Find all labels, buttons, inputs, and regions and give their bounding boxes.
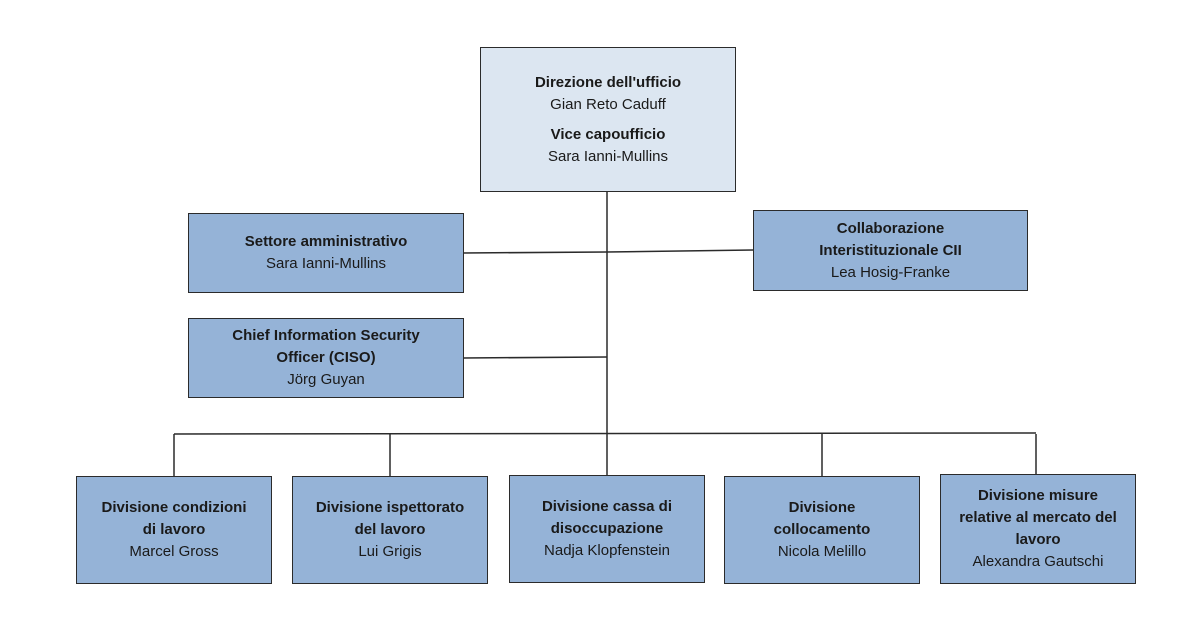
division-role: Divisione ispettorato del lavoro <box>315 499 465 538</box>
division-name: Alexandra Gautschi <box>972 553 1104 570</box>
admin-role: Settore amministrativo <box>244 233 408 250</box>
division-role: Divisione misure relative al mercato del… <box>959 487 1117 548</box>
cii-box: Collaborazione Interistituzionale CII Le… <box>753 210 1028 291</box>
ciso-box: Chief Information Security Officer (CISO… <box>188 318 464 398</box>
division-box: Divisione cassa di disoccupazione Nadja … <box>509 475 705 583</box>
vice-role: Vice capoufficio <box>550 125 666 143</box>
connector-ciso <box>462 356 608 359</box>
cii-name: Lea Hosig-Franke <box>830 263 951 281</box>
division-box: Divisione ispettorato del lavoro Lui Gri… <box>292 476 488 584</box>
division-role: Divisione collocamento <box>773 499 871 538</box>
division-name: Marcel Gross <box>129 543 219 560</box>
direction-box: Direzione dell'ufficio Gian Reto Caduff … <box>480 47 736 192</box>
admin-name: Sara Ianni-Mullins <box>265 255 387 272</box>
vice-name: Sara Ianni-Mullins <box>547 147 669 165</box>
division-name: Nicola Melillo <box>777 543 867 560</box>
division-role: Divisione condizioni di lavoro <box>101 499 247 538</box>
division-box: Divisione misure relative al mercato del… <box>940 474 1136 584</box>
connector-divisions-bus <box>173 432 1037 435</box>
ciso-role: Chief Information Security Officer (CISO… <box>232 327 420 366</box>
admin-box: Settore amministrativo Sara Ianni-Mullin… <box>188 213 464 293</box>
division-name: Nadja Klopfenstein <box>544 542 670 559</box>
connector-admin <box>462 251 608 254</box>
direction-name: Gian Reto Caduff <box>550 95 666 113</box>
direction-role: Direzione dell'ufficio <box>534 73 682 91</box>
cii-role: Collaborazione Interistituzionale CII <box>819 219 962 259</box>
division-box: Divisione collocamento Nicola Melillo <box>724 476 920 584</box>
ciso-name: Jörg Guyan <box>287 371 365 388</box>
connector-cii <box>606 249 754 253</box>
division-name: Lui Grigis <box>358 543 422 560</box>
division-box: Divisione condizioni di lavoro Marcel Gr… <box>76 476 272 584</box>
division-role: Divisione cassa di disoccupazione <box>541 498 673 537</box>
